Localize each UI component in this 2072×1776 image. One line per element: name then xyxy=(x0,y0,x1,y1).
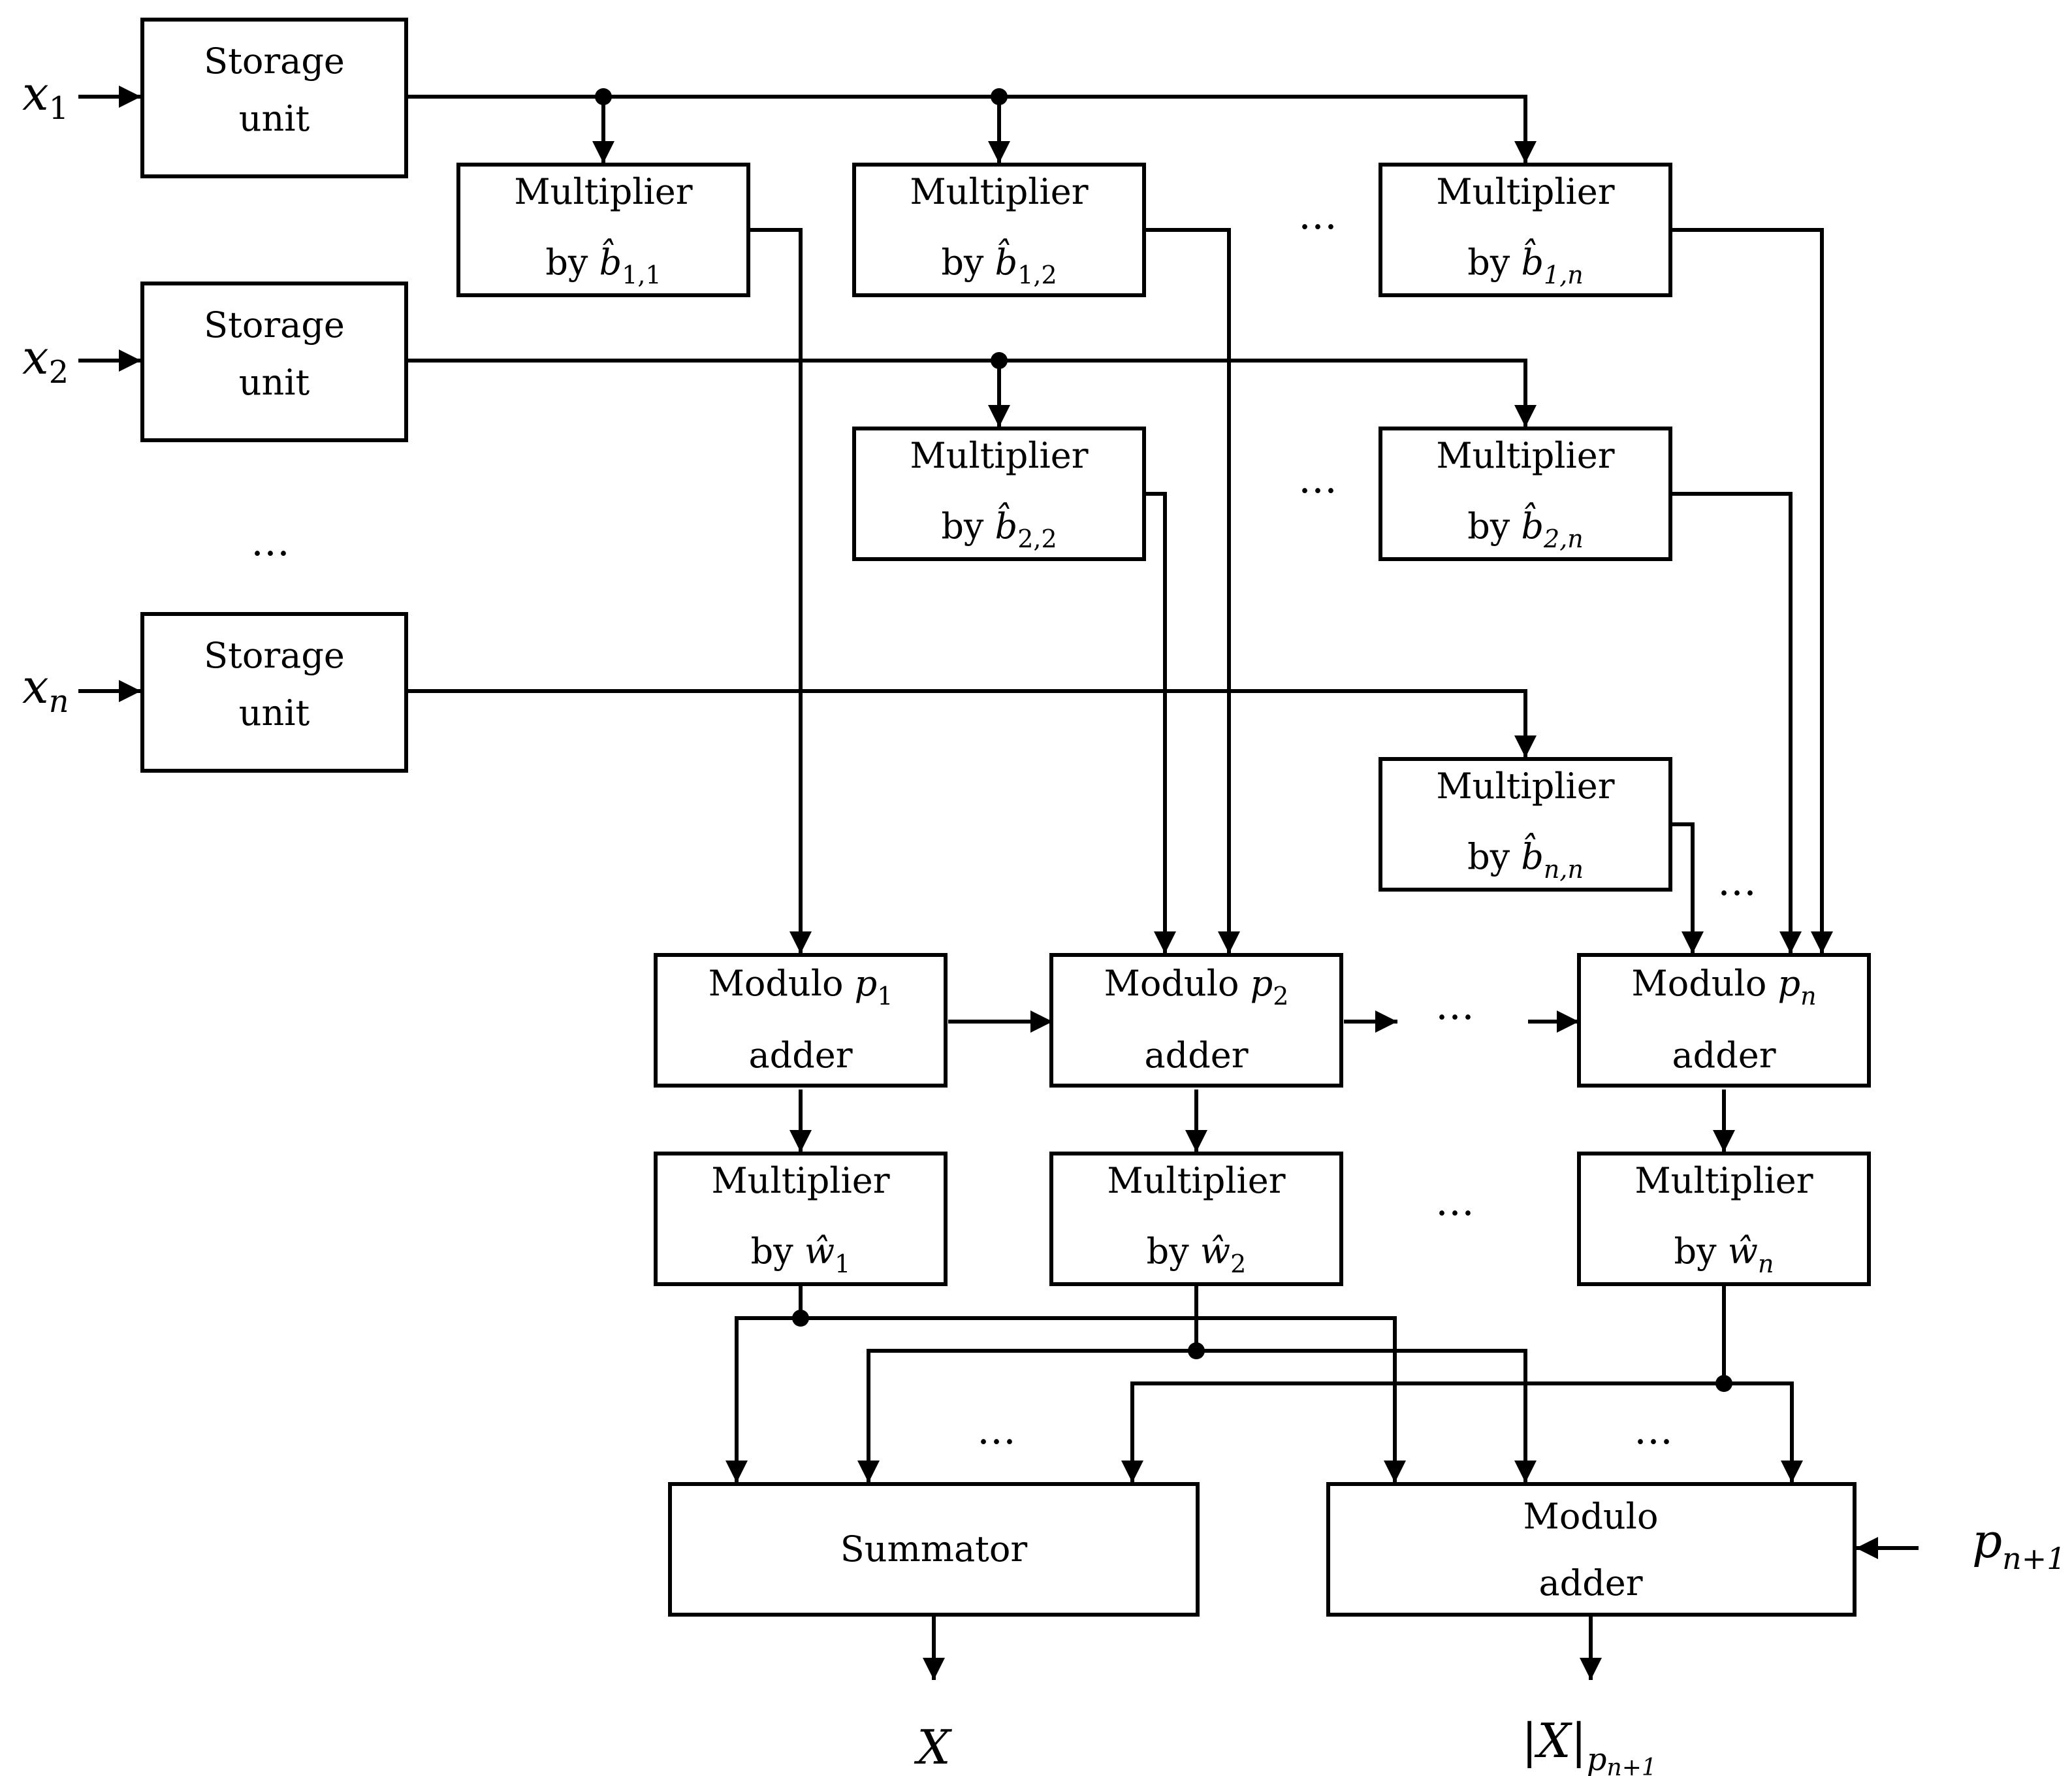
junction-dot xyxy=(595,88,612,105)
ellipsis-storage: … xyxy=(251,519,295,565)
storage-unit-label-line1: Storage xyxy=(204,635,345,676)
summator-label: Summator xyxy=(840,1528,1028,1570)
multiplier-coef-label: by b̂2,2 xyxy=(941,502,1057,553)
multiplier-w-2: Multiplier by ŵ2 xyxy=(1049,1152,1343,1286)
ellipsis-mod-adder-inputs: … xyxy=(1634,1408,1678,1453)
final-adder-label-line1: Modulo xyxy=(1523,1496,1659,1537)
multiplier-label: Multiplier xyxy=(711,1160,889,1201)
multiplier-coef-label: by ŵ1 xyxy=(751,1231,851,1278)
ellipsis-row1: … xyxy=(1298,193,1343,238)
multiplier-label: Multiplier xyxy=(910,435,1088,476)
junction-dot xyxy=(1715,1375,1732,1392)
multiplier-label: Multiplier xyxy=(1634,1160,1813,1201)
x2-bus-wire xyxy=(407,359,1537,427)
ellipsis-row2: … xyxy=(1298,457,1343,502)
modulo-adder-label-line2: adder xyxy=(748,1035,852,1076)
input-xn-label: xn xyxy=(22,659,69,720)
junction-dot xyxy=(1188,1342,1205,1359)
multiplier-label: Multiplier xyxy=(514,171,692,212)
junction-dots xyxy=(595,88,1732,1392)
multiplier-coef-label: by b̂n,n xyxy=(1467,832,1584,884)
b2n-to-adder-pn-wire xyxy=(1670,492,1802,954)
storage-unit-1: Storage unit xyxy=(140,18,408,178)
summator-block: Summator xyxy=(668,1482,1200,1617)
multiplier-label: Multiplier xyxy=(1436,435,1614,476)
junction-dot xyxy=(991,88,1008,105)
b11-to-adder-p1-wire xyxy=(748,228,812,954)
storage-unit-2: Storage unit xyxy=(140,282,408,442)
modulo-adder-label-line2: adder xyxy=(1144,1035,1248,1076)
multiplier-b-2-n: Multiplier by b̂2,n xyxy=(1379,427,1672,561)
modulo-adder-pn: Modulo pn adder xyxy=(1577,953,1871,1088)
junction-dot xyxy=(991,352,1008,369)
input-p-next-label: pn+1 xyxy=(1972,1513,2066,1576)
storage-unit-label-line2: unit xyxy=(239,98,310,139)
multiplier-coef-label: by b̂1,2 xyxy=(941,238,1057,289)
x1-bus-wire xyxy=(407,95,1537,163)
junction-dot xyxy=(792,1310,809,1327)
multiplier-w-n: Multiplier by ŵn xyxy=(1577,1152,1871,1286)
w1-to-summator-wire xyxy=(725,1316,801,1483)
modulo-adder-p1: Modulo p1 adder xyxy=(654,953,948,1088)
modulo-adder-label: Modulo p1 xyxy=(709,963,893,1010)
multiplier-label: Multiplier xyxy=(910,171,1088,212)
multiplier-coef-label: by b̂1,1 xyxy=(545,238,661,289)
storage-unit-n: Storage unit xyxy=(140,612,408,773)
multiplier-coef-label: by b̂2,n xyxy=(1467,502,1584,553)
wn-to-mod-adder-wire xyxy=(1724,1381,1803,1483)
ellipsis-w-multipliers: … xyxy=(1435,1179,1480,1225)
b22-to-adder-p2-wire xyxy=(1144,492,1176,954)
b12-to-adder-p2-wire xyxy=(1144,228,1240,954)
storage-unit-label-line1: Storage xyxy=(204,304,345,346)
w2-to-mod-adder-wire xyxy=(1196,1349,1537,1483)
multiplier-b-1-1: Multiplier by b̂1,1 xyxy=(456,163,750,297)
multiplier-b-1-n: Multiplier by b̂1,n xyxy=(1379,163,1672,297)
input-x1-label: x1 xyxy=(22,66,69,127)
multiplier-coef-label: by ŵ2 xyxy=(1147,1231,1247,1278)
modulo-adder-label: Modulo pn xyxy=(1631,963,1816,1010)
storage-unit-label-line1: Storage xyxy=(204,40,345,82)
multiplier-coef-label: by b̂1,n xyxy=(1467,238,1584,289)
output-X-label: X xyxy=(914,1720,952,1775)
multiplier-coef-label: by ŵn xyxy=(1674,1231,1774,1278)
multiplier-label: Multiplier xyxy=(1436,171,1614,212)
ellipsis-summator-inputs: … xyxy=(977,1408,1021,1453)
b1n-to-adder-pn-wire xyxy=(1670,228,1833,954)
multiplier-label: Multiplier xyxy=(1436,766,1614,807)
w1-to-mod-adder-wire xyxy=(801,1316,1406,1483)
modulo-adder-label-line2: adder xyxy=(1672,1035,1776,1076)
bnn-to-adder-pn-wire xyxy=(1670,822,1704,954)
multiplier-w-1: Multiplier by ŵ1 xyxy=(654,1152,948,1286)
wn-to-summator-wire xyxy=(1121,1381,1724,1483)
ellipsis-adder-chain: … xyxy=(1435,983,1480,1029)
modulo-adder-label: Modulo p2 xyxy=(1104,963,1289,1010)
multiplier-b-2-2: Multiplier by b̂2,2 xyxy=(852,427,1146,561)
modulo-adder-p2: Modulo p2 adder xyxy=(1049,953,1343,1088)
storage-unit-label-line2: unit xyxy=(239,362,310,403)
multiplier-b-n-n: Multiplier by b̂n,n xyxy=(1379,757,1672,892)
multiplier-b-1-2: Multiplier by b̂1,2 xyxy=(852,163,1146,297)
xn-bus-wire xyxy=(407,689,1537,758)
output-mod-label: |X|pn+1 xyxy=(1522,1713,1657,1776)
ellipsis-adder-inputs: … xyxy=(1717,859,1762,905)
multiplier-label: Multiplier xyxy=(1107,1160,1285,1201)
input-x2-label: x2 xyxy=(22,330,69,391)
final-adder-label-line2: adder xyxy=(1538,1562,1642,1604)
w2-to-summator-wire xyxy=(857,1349,1196,1483)
final-modulo-adder-block: Modulo adder xyxy=(1326,1482,1857,1617)
storage-unit-label-line2: unit xyxy=(239,692,310,734)
